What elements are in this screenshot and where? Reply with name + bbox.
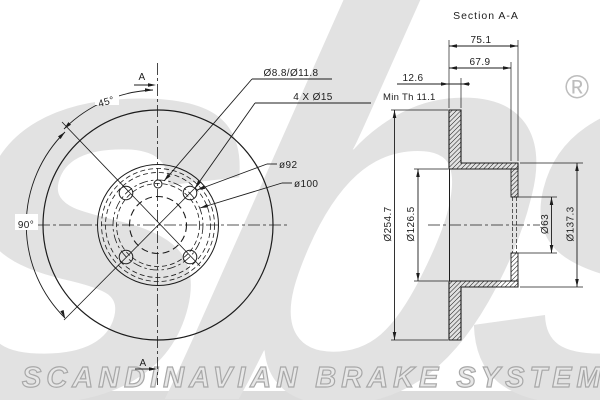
bore-circle [128,195,188,255]
leader-bolt-holes: 4 X Ø15 [194,92,371,189]
arrowhead [145,88,153,92]
hat-step-circle [105,172,211,278]
angle-90-dimension: 90° [15,131,66,319]
angle-90-label: 90° [18,220,34,231]
arrowhead [58,132,65,139]
arrowhead [449,66,457,70]
registered-mark: ® [565,68,589,105]
dim-total-width: 75.1 [449,35,518,48]
diagonal-sw-ne [63,183,200,321]
arrowhead [148,83,156,87]
front-centerlines [38,63,287,385]
arrowhead [503,66,511,70]
arrowhead [164,173,171,181]
pilot-hole [153,179,163,189]
leader-line [163,78,253,182]
angle-45-label: 45° [97,95,116,110]
section-body [428,109,540,341]
arrowhead [549,197,554,205]
hub-flange-bottom [510,252,519,282]
dim-hat-depth: 67.9 [449,57,511,70]
dia92-label: ø92 [279,160,297,171]
arrowhead [392,110,397,118]
section-cut-marker-bottom: A [135,358,157,371]
section-bottom-half [448,280,519,341]
bolt-holes-label: 4 X Ø15 [293,92,333,103]
dim-disc-thickness: 12.6 [397,73,470,86]
bolt-holes [118,179,198,265]
section-top-half [448,109,519,170]
dim-text: Ø137.3 [566,206,577,241]
front-view: 45° 90° A A [15,63,371,385]
arrowhead [200,204,209,208]
hub-flange-top [510,168,519,198]
bolt-hole-top-right [182,185,198,201]
section-letter-top: A [138,72,145,83]
dim-hat-dia: Ø137.3 [566,163,579,287]
arrowhead [416,273,420,281]
arrowhead [449,44,457,48]
friction-inner-circle [101,168,215,282]
arrowhead [416,169,420,177]
leader-line [196,163,268,191]
pilot-hole-label: Ø8.8/Ø11.8 [264,68,319,79]
extension-lines [391,40,583,341]
dia100-label: ø100 [294,179,318,190]
arrowhead [461,82,469,86]
leader-dia92: ø92 [196,160,297,191]
section-view: Section A-A ® [383,10,589,341]
angle-45-dimension: 45° [63,88,154,130]
bolt-hole-bottom-left [118,249,134,265]
dim-text: Ø126.5 [406,206,417,241]
arrowhead [549,245,554,253]
diagonal-centerlines [61,121,201,321]
disc-circles [42,109,274,341]
hat-outer-circle [97,164,219,286]
dim-outer-dia: Ø254.7 [383,110,397,340]
arrowhead [60,310,65,318]
footer-brand-text: SCANDINAVIAN BRAKE SYSTEMS [21,361,600,394]
arrowhead [575,279,579,287]
arrowhead [197,185,206,190]
dim-text: Ø63 [540,214,551,234]
circle-92 [116,183,200,267]
leader-dia100: ø100 [199,179,318,209]
section-cut-marker-top: A [134,72,156,87]
arrowhead [195,180,201,188]
bolt-hole-bottom-right [182,249,198,265]
arrowhead [575,163,579,171]
watermark-bottom-band [0,391,600,400]
arrowhead [392,332,397,340]
leader-line [194,102,256,189]
dim-text: 67.9 [469,57,490,68]
section-title: Section A-A [453,10,519,22]
leader-pilot-hole: Ø8.8/Ø11.8 [163,68,332,182]
dim-bore-dia: Ø63 [540,197,554,253]
disc-outer-circle [42,109,274,341]
dim-text: 75.1 [470,35,491,46]
bolt-hole-top-left [118,185,134,201]
arrowhead [441,82,449,86]
dim-friction-inner-dia: Ø126.5 [406,169,420,281]
section-letter-bottom: A [139,358,146,369]
arrowhead [510,44,518,48]
arrowhead [149,367,157,371]
label-mask [95,92,119,105]
min-thickness-note: Min Th 11.1 [383,92,436,103]
leader-line [199,182,283,209]
dim-text: 12.6 [402,73,423,84]
arrowhead [64,122,71,129]
label-mask [15,214,38,230]
diagonal-nw-se [61,121,201,267]
dim-text: Ø254.7 [383,206,394,241]
